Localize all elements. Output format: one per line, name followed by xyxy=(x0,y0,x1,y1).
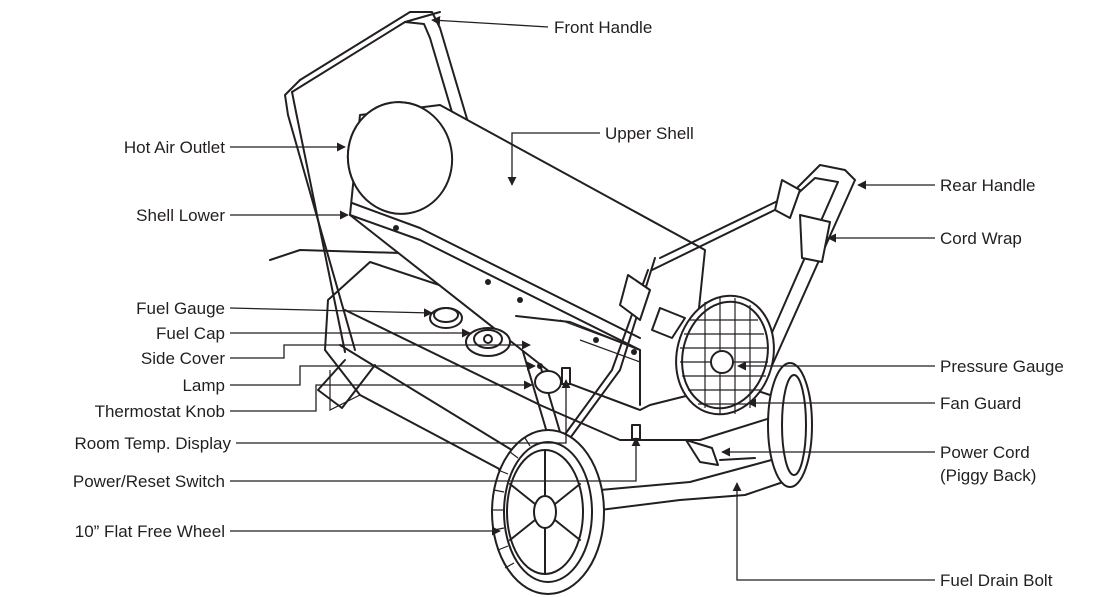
leader-lines xyxy=(229,15,935,581)
front-wheel xyxy=(491,429,605,595)
leader-upper-shell xyxy=(507,132,600,186)
label-power-cord: Power Cord xyxy=(940,443,1030,462)
label-shell-lower: Shell Lower xyxy=(136,206,225,225)
callout-labels: Front Handle Hot Air Outlet Upper Shell … xyxy=(73,18,1064,590)
main-shell xyxy=(346,101,706,411)
label-hot-air-outlet: Hot Air Outlet xyxy=(124,138,225,157)
label-rear-handle: Rear Handle xyxy=(940,176,1035,195)
label-fuel-drain-bolt: Fuel Drain Bolt xyxy=(940,571,1053,590)
label-thermostat-knob: Thermostat Knob xyxy=(95,402,225,421)
controls xyxy=(429,307,756,466)
label-side-cover: Side Cover xyxy=(141,349,225,368)
label-fan-guard: Fan Guard xyxy=(940,394,1021,413)
rear-wheel xyxy=(767,362,813,488)
leader-fuel-drain-bolt xyxy=(732,482,935,581)
label-pressure-gauge: Pressure Gauge xyxy=(940,357,1064,376)
heater-drawing xyxy=(269,11,856,595)
fan-guard xyxy=(675,294,775,416)
label-lamp: Lamp xyxy=(182,376,225,395)
label-flat-free-wheel: 10” Flat Free Wheel xyxy=(75,522,225,541)
label-power-reset-switch: Power/Reset Switch xyxy=(73,472,225,491)
leader-thermostat-knob xyxy=(230,380,533,412)
leader-side-cover xyxy=(230,340,531,359)
label-power-cord-note: (Piggy Back) xyxy=(940,466,1036,485)
leader-front-handle xyxy=(431,15,549,28)
leader-lamp xyxy=(230,361,536,386)
label-room-temp-display: Room Temp. Display xyxy=(74,434,231,453)
cord-hooks xyxy=(619,274,686,339)
label-fuel-cap: Fuel Cap xyxy=(156,324,225,343)
label-cord-wrap: Cord Wrap xyxy=(940,229,1022,248)
label-upper-shell: Upper Shell xyxy=(605,124,694,143)
leader-fuel-gauge xyxy=(229,307,433,318)
leader-room-temp-display xyxy=(236,379,571,444)
label-fuel-gauge: Fuel Gauge xyxy=(136,299,225,318)
leader-power-reset-switch xyxy=(230,437,641,482)
label-front-handle: Front Handle xyxy=(554,18,652,37)
